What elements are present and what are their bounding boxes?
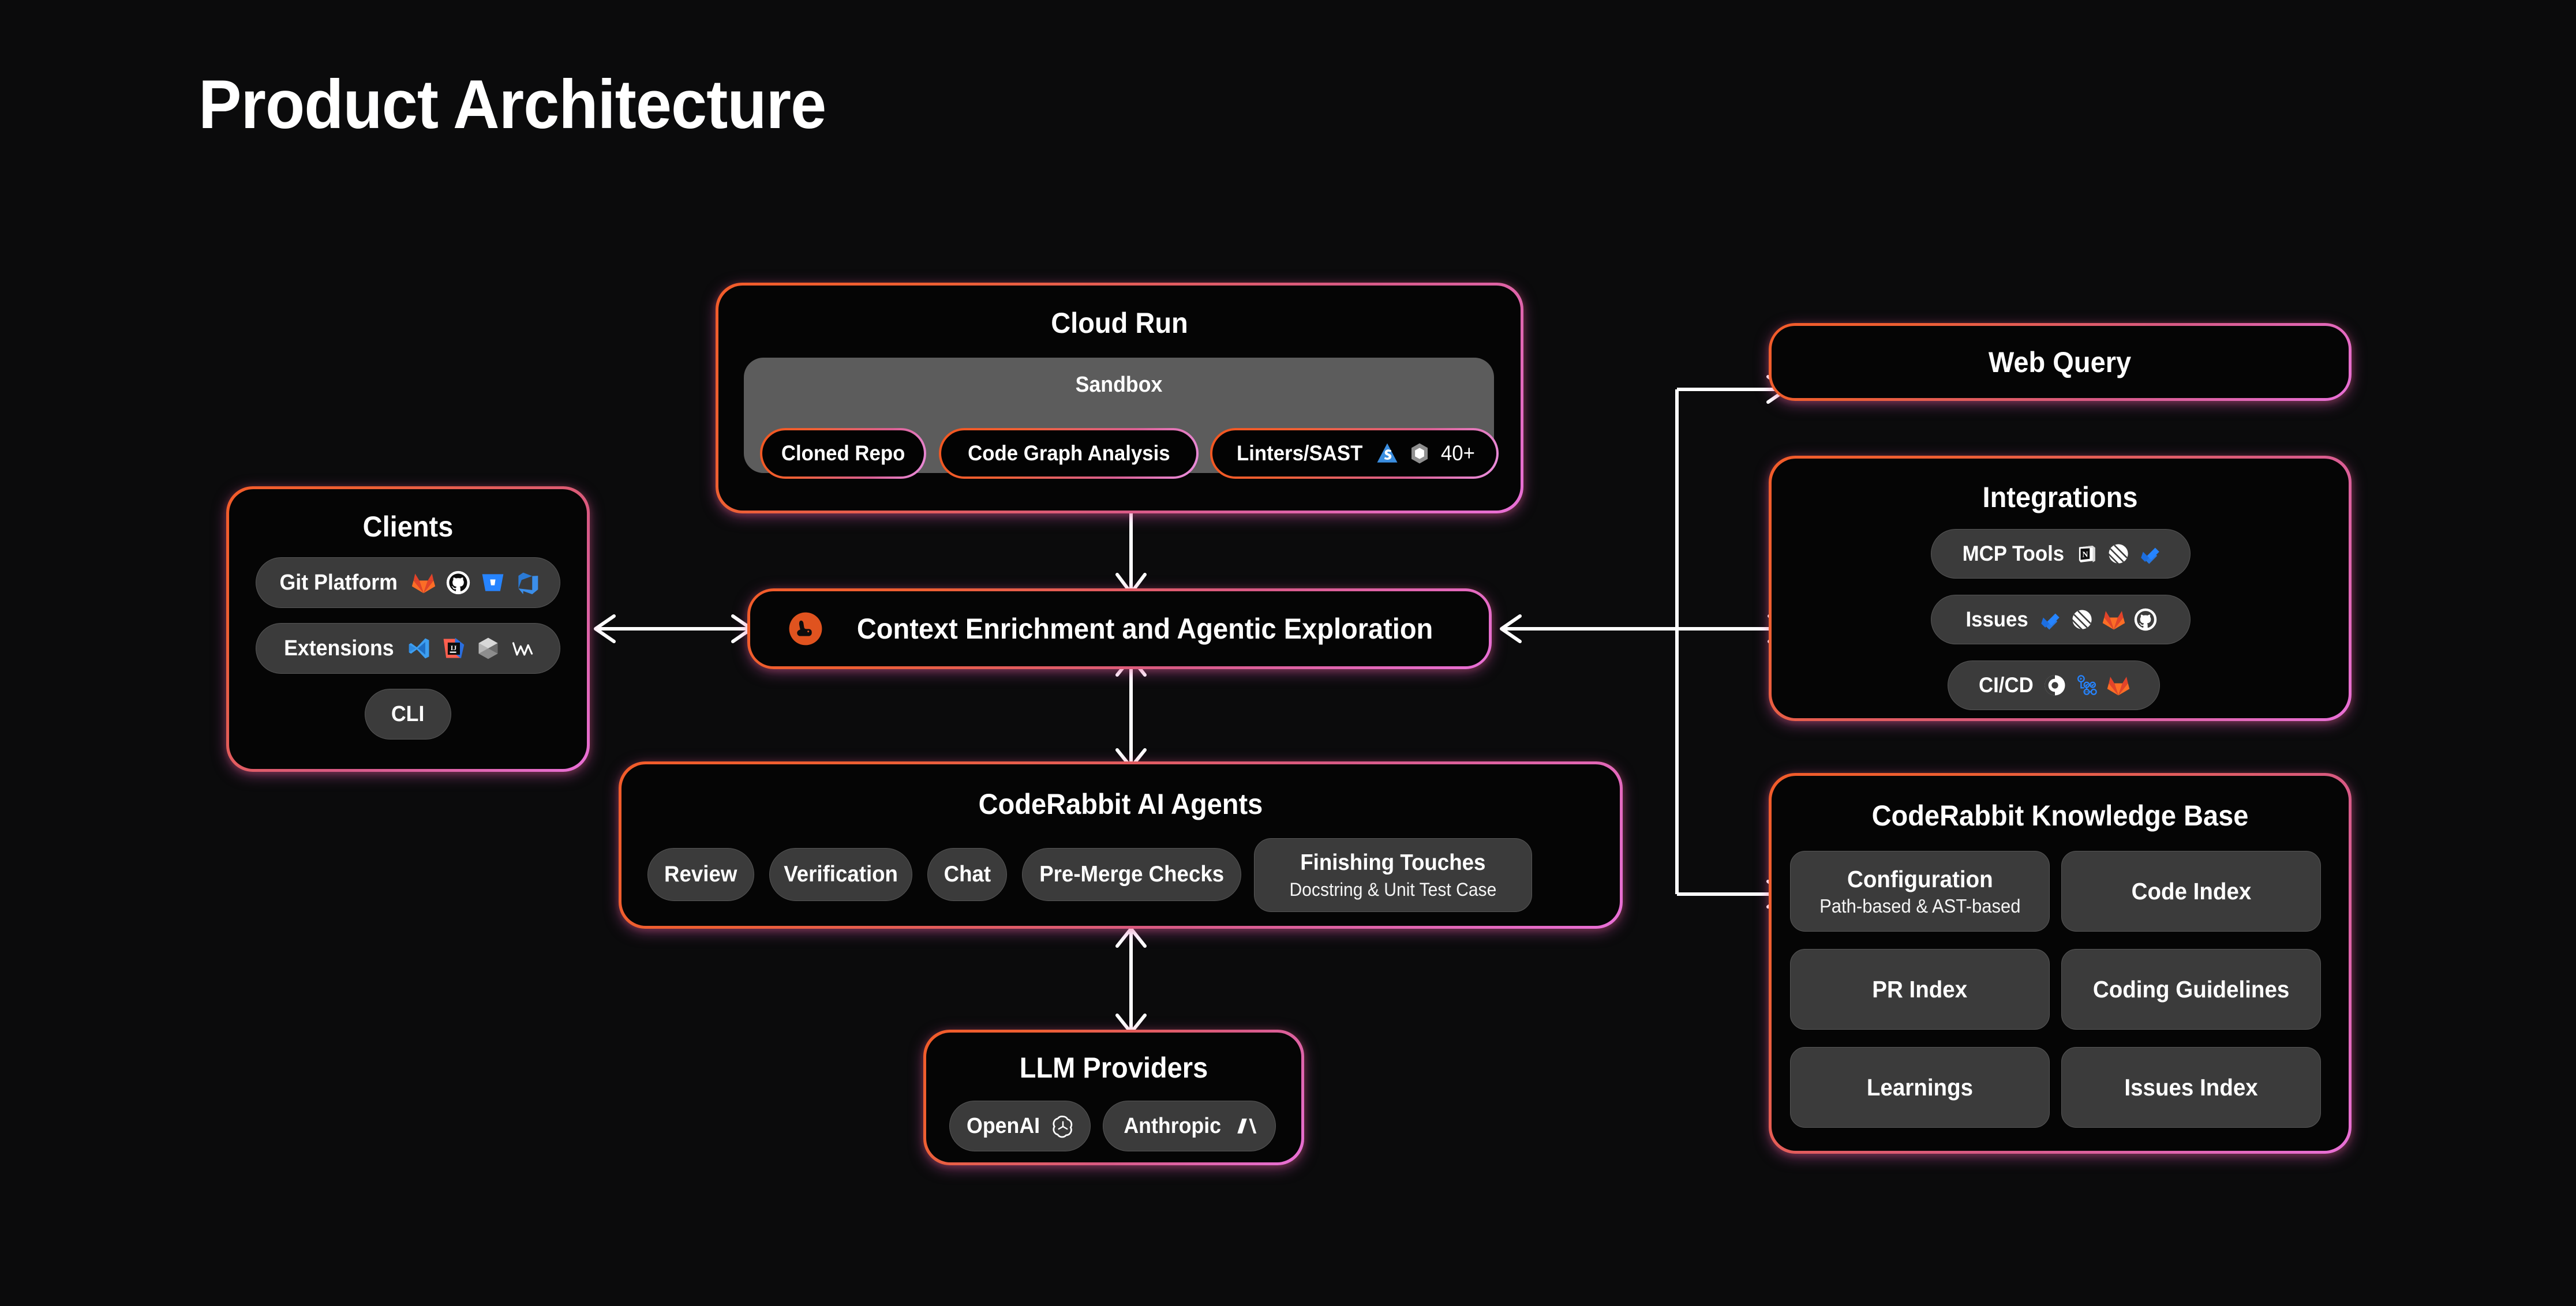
integrations-row-mcp-tools[interactable]: MCP Tools N: [1931, 529, 2191, 579]
notion-icon: N: [2075, 542, 2099, 566]
cloud-run-title: Cloud Run: [1051, 307, 1188, 339]
kb-card-title: Code Index: [2131, 877, 2251, 905]
llm-providers-panel: LLM Providers OpenAI Anthropic: [923, 1030, 1304, 1165]
llm-pill-label: OpenAI: [966, 1113, 1040, 1138]
kb-card-pr-index[interactable]: PR Index: [1790, 949, 2050, 1030]
github-icon: [2133, 607, 2158, 632]
agent-pill-label: Verification: [784, 862, 898, 887]
kb-card-learnings[interactable]: Learnings: [1790, 1047, 2050, 1128]
cursor-icon: [475, 636, 501, 661]
sandbox-pill-label: Linters/SAST: [1237, 441, 1363, 465]
openai-icon: [1050, 1113, 1076, 1139]
agent-pill-label: Pre-Merge Checks: [1039, 862, 1224, 887]
integrations-panel: Integrations MCP Tools N Issues: [1769, 456, 2352, 721]
coderabbit-logo-icon: [788, 611, 823, 647]
knowledge-base-title: CodeRabbit Knowledge Base: [1871, 800, 2249, 832]
linters-count-label: 40+: [1440, 441, 1475, 465]
sandbox-title: Sandbox: [1075, 373, 1163, 397]
gitlab-icon: [411, 570, 436, 595]
context-enrichment-panel[interactable]: Context Enrichment and Agentic Explorati…: [747, 588, 1492, 669]
sandbox-pill-label: Cloned Repo: [781, 441, 905, 465]
llm-pill-anthropic[interactable]: Anthropic: [1103, 1101, 1276, 1151]
sandbox-pill-linters-sast[interactable]: Linters/SAST 40+: [1210, 428, 1499, 479]
kb-card-issues-index[interactable]: Issues Index: [2061, 1047, 2321, 1128]
github-icon: [445, 570, 471, 595]
jira-icon: [2038, 607, 2062, 632]
ai-agents-panel: CodeRabbit AI Agents Review Verification…: [619, 761, 1623, 929]
eslint-icon: [1407, 441, 1432, 466]
agent-pill-chat[interactable]: Chat: [927, 848, 1007, 901]
agent-pill-pre-merge-checks[interactable]: Pre-Merge Checks: [1022, 848, 1241, 901]
bitbucket-icon: [480, 570, 506, 595]
agent-pill-label: Review: [664, 862, 737, 887]
integrations-row-issues[interactable]: Issues: [1931, 595, 2191, 644]
llm-providers-title: LLM Providers: [1019, 1052, 1208, 1084]
llm-pill-openai[interactable]: OpenAI: [949, 1101, 1091, 1151]
clients-title: Clients: [362, 511, 454, 543]
azure-pipelines-icon: [2075, 673, 2099, 697]
finishing-touches-subtitle: Docstring & Unit Test Case: [1289, 879, 1497, 900]
linear-icon: [2106, 542, 2131, 566]
connector-clients-to-context: [594, 614, 753, 643]
sandbox-pill-label: Code Graph Analysis: [967, 441, 1170, 465]
azure-devops-icon: [515, 570, 540, 595]
agent-card-finishing-touches[interactable]: Finishing Touches Docstring & Unit Test …: [1254, 838, 1532, 912]
sandbox-pill-code-graph-analysis[interactable]: Code Graph Analysis: [939, 428, 1199, 479]
ai-agents-title: CodeRabbit AI Agents: [978, 788, 1263, 820]
knowledge-base-panel: CodeRabbit Knowledge Base Configuration …: [1769, 773, 2352, 1154]
cloud-run-panel: Cloud Run Sandbox Cloned Repo Code Graph…: [716, 283, 1523, 513]
page-title: Product Architecture: [199, 66, 826, 143]
finishing-touches-title: Finishing Touches: [1300, 850, 1486, 875]
connector-cloudrun-to-context: [1115, 508, 1147, 595]
svg-text:N: N: [2083, 550, 2088, 559]
integrations-row-ci-cd[interactable]: CI/CD: [1948, 660, 2160, 710]
kb-card-coding-guidelines[interactable]: Coding Guidelines: [2061, 949, 2321, 1030]
clients-row-label: Extensions: [283, 636, 394, 660]
kb-card-title: Learnings: [1866, 1074, 1974, 1101]
svg-text:IJ: IJ: [451, 644, 457, 652]
windsurf-icon: [510, 636, 536, 661]
integrations-row-label: CI/CD: [1979, 673, 2034, 697]
connector-agents-to-llm: [1115, 927, 1147, 1034]
kb-card-configuration[interactable]: Configuration Path-based & AST-based: [1790, 851, 2050, 932]
clients-pill-cli[interactable]: CLI: [365, 689, 451, 740]
kb-card-code-index[interactable]: Code Index: [2061, 851, 2321, 932]
semgrep-icon: [1375, 441, 1399, 466]
web-query-title: Web Query: [1989, 346, 2132, 378]
web-query-panel[interactable]: Web Query: [1769, 323, 2352, 401]
llm-pill-label: Anthropic: [1124, 1113, 1222, 1138]
jira-icon: [2138, 542, 2162, 566]
kb-card-subtitle: Path-based & AST-based: [1819, 895, 2021, 917]
kb-card-title: Configuration: [1847, 865, 1993, 892]
connector-context-to-agents: [1115, 656, 1147, 769]
integrations-row-label: MCP Tools: [1962, 542, 2064, 565]
clients-panel: Clients Git Platform Extensions: [226, 486, 590, 772]
integrations-row-label: Issues: [1965, 607, 2029, 631]
sandbox-pill-cloned-repo[interactable]: Cloned Repo: [760, 428, 926, 479]
context-enrichment-label: Context Enrichment and Agentic Explorati…: [856, 613, 1433, 645]
integrations-title: Integrations: [1982, 481, 2138, 513]
kb-card-title: Issues Index: [2124, 1074, 2258, 1101]
linear-icon: [2070, 607, 2094, 632]
vscode-icon: [406, 636, 432, 661]
agent-pill-verification[interactable]: Verification: [769, 848, 912, 901]
gitlab-icon: [2106, 673, 2131, 697]
kb-card-title: Coding Guidelines: [2092, 975, 2290, 1003]
clients-row-git-platform[interactable]: Git Platform: [256, 557, 560, 608]
circleci-icon: [2043, 673, 2067, 697]
cli-label: CLI: [391, 701, 425, 726]
agent-pill-label: Chat: [943, 862, 991, 887]
intellij-icon: IJ: [441, 636, 466, 661]
anthropic-icon: [1233, 1113, 1258, 1139]
clients-row-extensions[interactable]: Extensions IJ: [256, 623, 560, 674]
agent-pill-review[interactable]: Review: [647, 848, 754, 901]
kb-card-title: PR Index: [1872, 975, 1968, 1003]
gitlab-icon: [2102, 607, 2126, 632]
clients-row-label: Git Platform: [279, 570, 398, 595]
